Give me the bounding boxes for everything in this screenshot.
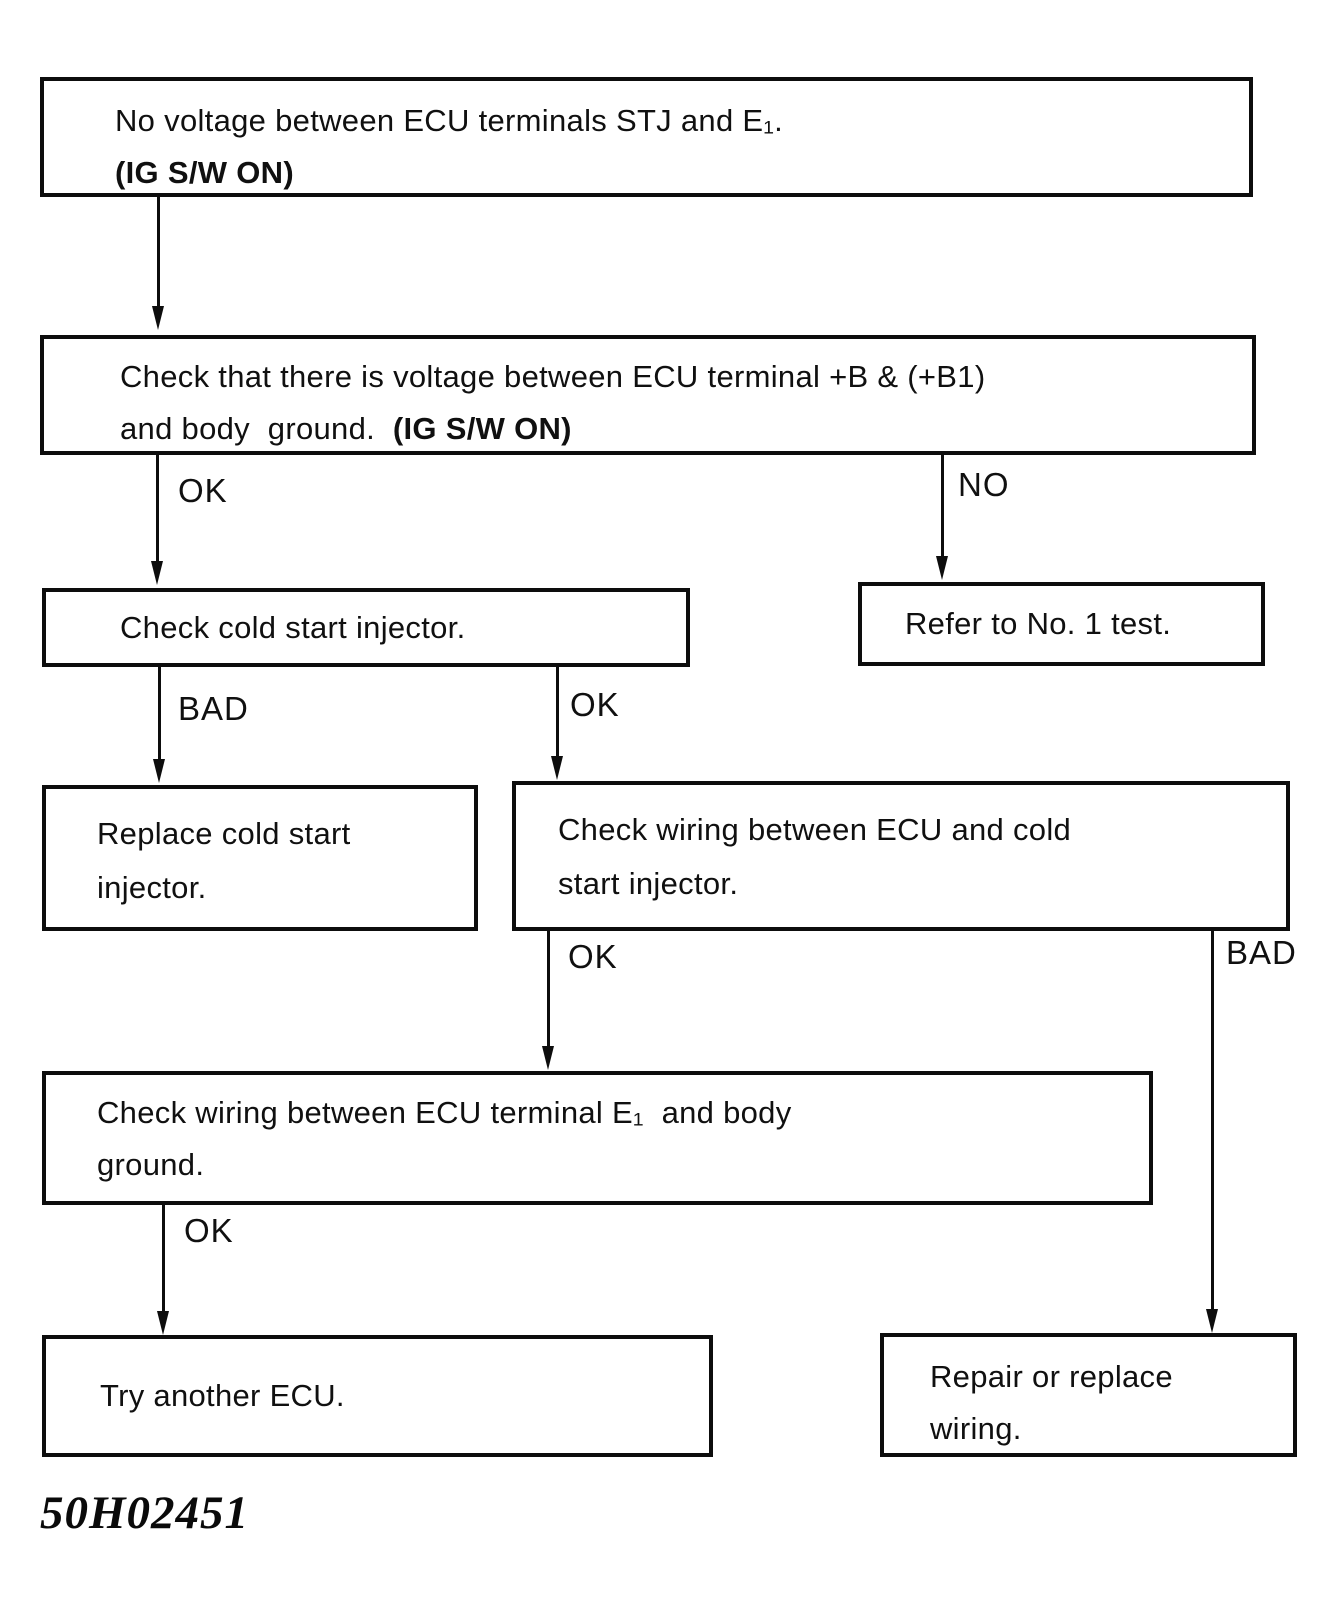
node-text-line: Check wiring between ECU terminal E₁ and… (97, 1095, 792, 1130)
connector-ok-to-try-another-ecu (162, 1205, 165, 1314)
arrow-down-icon (551, 756, 563, 780)
arrow-down-icon (542, 1046, 554, 1070)
arrow-down-icon (152, 306, 164, 330)
connector-bad-to-repair-wiring (1211, 931, 1214, 1312)
node-text-line: Check cold start injector. (120, 609, 466, 645)
node-text-line: wiring. (930, 1411, 1022, 1446)
connector-ok-to-check-wiring-e1 (547, 931, 550, 1049)
node-try-another-ecu: Try another ECU. (42, 1335, 713, 1457)
node-check-wiring-ecu-injector: Check wiring between ECU and cold start … (512, 781, 1290, 931)
arrow-down-icon (153, 759, 165, 783)
connector-ok-to-check-wiring-injector (556, 666, 559, 759)
arrow-down-icon (151, 561, 163, 585)
node-check-voltage-b-b1: Check that there is voltage between ECU … (40, 335, 1256, 455)
edge-label-bad: BAD (178, 690, 249, 727)
node-text-line: Replace cold start (97, 816, 351, 851)
edge-label-bad: BAD (1226, 934, 1297, 971)
connector-bad-to-replace-injector (158, 667, 161, 762)
node-text-line: Repair or replace (930, 1359, 1173, 1394)
node-replace-cold-start-injector: Replace cold start injector. (42, 785, 478, 931)
node-text-line: Try another ECU. (100, 1378, 345, 1413)
node-refer-to-no1-test: Refer to No. 1 test. (858, 582, 1265, 666)
edge-label-ok: OK (570, 686, 620, 723)
node-text-line: start injector. (558, 866, 739, 901)
node-text-bold: (IG S/W ON) (392, 411, 572, 446)
arrow-down-icon (1206, 1309, 1218, 1333)
node-text-line: injector. (97, 870, 207, 905)
node-text-line: No voltage between ECU terminals STJ and… (115, 103, 784, 138)
node-text-line: Check wiring between ECU and cold (558, 812, 1072, 847)
connector-start-to-check-voltage (157, 197, 160, 309)
connector-no-to-refer-test (941, 455, 944, 559)
arrow-down-icon (157, 1311, 169, 1335)
connector-ok-to-check-injector (156, 455, 159, 564)
node-text-line: and body ground. (IG S/W ON) (120, 403, 1252, 455)
node-text-normal: and body ground. (120, 411, 393, 446)
edge-label-no: NO (958, 466, 1010, 503)
arrow-down-icon (936, 556, 948, 580)
node-text-line: Check that there is voltage between ECU … (120, 359, 986, 394)
edge-label-ok: OK (178, 472, 228, 509)
node-repair-or-replace-wiring: Repair or replace wiring. (880, 1333, 1297, 1457)
edge-label-ok: OK (568, 938, 618, 975)
node-text-line: ground. (97, 1147, 205, 1182)
node-text-line: Refer to No. 1 test. (905, 606, 1172, 641)
figure-code: 50H02451 (40, 1487, 250, 1539)
node-text-line-bold: (IG S/W ON) (115, 155, 294, 190)
edge-label-ok: OK (184, 1212, 234, 1249)
node-no-voltage-stj-e1: No voltage between ECU terminals STJ and… (40, 77, 1253, 197)
node-check-wiring-e1-ground: Check wiring between ECU terminal E₁ and… (42, 1071, 1153, 1205)
node-check-cold-start-injector: Check cold start injector. (42, 588, 690, 667)
